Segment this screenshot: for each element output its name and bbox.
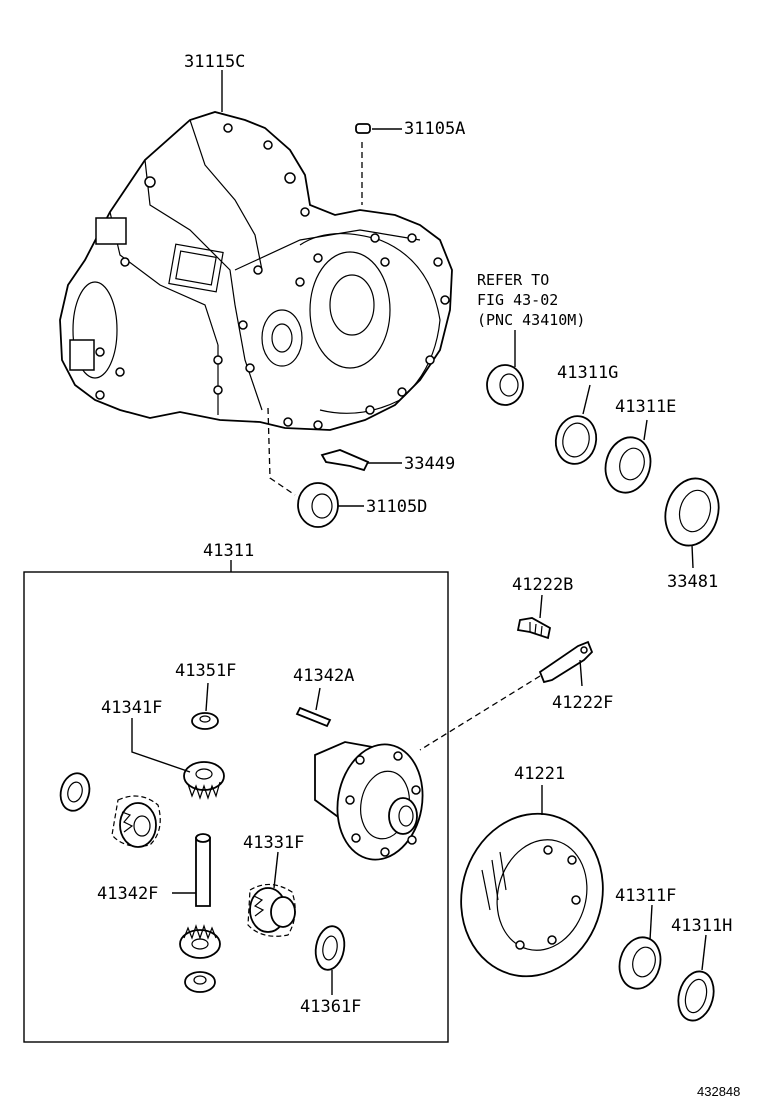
label-41342F: 41342F [97, 884, 158, 904]
label-33481: 33481 [667, 572, 718, 592]
label-31105A: 31105A [404, 119, 465, 139]
ring-gear-41221-part [460, 812, 604, 978]
plug-31105A-part [355, 123, 371, 134]
side-gear-left-part [111, 795, 161, 848]
pin-41342A-part [295, 706, 332, 728]
washer-left-part [59, 772, 91, 812]
label-41311G: 41311G [557, 363, 618, 383]
refer-note-line3: (PNC 43410M) [477, 311, 585, 329]
shim-41311G-part [554, 415, 598, 465]
seal-refer-part [486, 364, 524, 406]
refer-note-line1: REFER TO [477, 271, 549, 289]
label-41341F: 41341F [101, 698, 162, 718]
washer-41361F-part [314, 925, 346, 971]
label-33449: 33449 [404, 454, 455, 474]
figure-id: 432848 [697, 1084, 740, 1099]
washer-lower-part [184, 971, 216, 993]
label-41351F: 41351F [175, 661, 236, 681]
label-41311H: 41311H [671, 916, 732, 936]
shaft-41342F-part [195, 833, 211, 907]
transmission-case [59, 111, 453, 431]
bearing-41311E-part [604, 436, 652, 494]
label-41311E: 41311E [615, 397, 676, 417]
label-41222F: 41222F [552, 693, 613, 713]
label-41331F: 41331F [243, 833, 304, 853]
label-41342A: 41342A [293, 666, 354, 686]
shim-41311H-part [677, 970, 715, 1022]
label-41222B: 41222B [512, 575, 573, 595]
label-41311: 41311 [203, 541, 254, 561]
seal-31105D-part [297, 482, 339, 528]
refer-note-line2: FIG 43-02 [477, 291, 558, 309]
plate-33449-part [320, 449, 370, 472]
pinion-41341F-part [183, 761, 225, 800]
bearing-41311F-part [618, 936, 662, 990]
lock-plate-41222F-part [538, 640, 594, 684]
bolt-41222B-part [516, 617, 552, 640]
differential-case-part [314, 741, 424, 861]
differential-group-box [23, 571, 449, 1043]
side-gear-41331F-part [247, 883, 296, 937]
label-41221: 41221 [514, 764, 565, 784]
label-41361F: 41361F [300, 997, 361, 1017]
label-31115C: 31115C [184, 52, 245, 72]
pinion-lower-part [179, 924, 221, 959]
seal-33481-part [664, 477, 720, 547]
label-31105D: 31105D [366, 497, 427, 517]
washer-41351F-part [191, 712, 219, 730]
label-41311F: 41311F [615, 886, 676, 906]
